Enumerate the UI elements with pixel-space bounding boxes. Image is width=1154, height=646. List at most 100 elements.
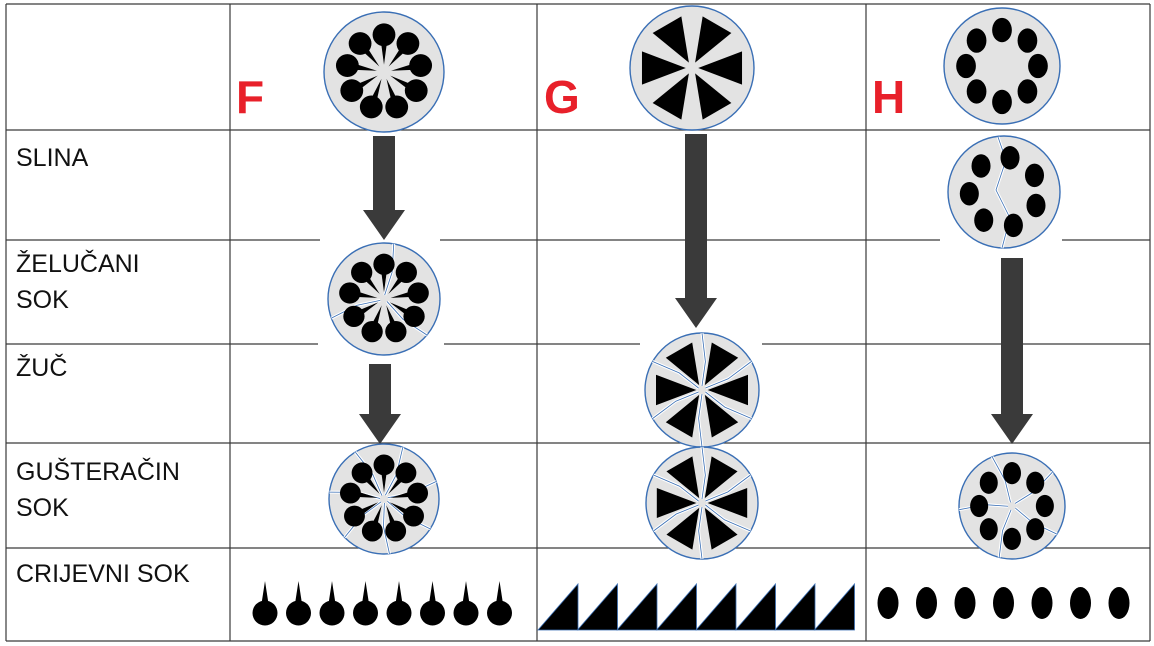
particle-stem: [428, 581, 437, 607]
particle-oval: [992, 89, 1012, 115]
particle-head: [385, 95, 409, 119]
particle-head: [386, 600, 412, 626]
particle-head: [361, 320, 383, 343]
particle-oval: [1000, 146, 1020, 170]
column-g-artwork: [629, 5, 760, 560]
particle-triangle: [704, 507, 738, 550]
particle-head: [319, 600, 345, 626]
particle-oval: [1031, 587, 1053, 619]
particle-triangle: [704, 394, 739, 438]
particle-head: [407, 282, 429, 304]
column-label-g: G: [544, 71, 580, 123]
column-label-f: F: [236, 71, 265, 123]
crack-line: [701, 332, 706, 387]
crack-line: [991, 456, 1011, 503]
particle-triangle: [665, 394, 700, 438]
particle-head: [373, 253, 395, 275]
row-label-zelucani-line2: SOK: [16, 286, 69, 314]
row-label-zuc: ŽUČ: [16, 354, 68, 382]
particle-head: [385, 320, 407, 343]
particle-head: [404, 79, 428, 102]
particle-head: [487, 600, 512, 626]
particle-triangle: [652, 16, 689, 63]
particle-oval: [1002, 462, 1022, 485]
particle-triangle: [698, 51, 743, 85]
particle-head: [409, 54, 433, 77]
particle-head: [395, 261, 417, 284]
particle-head: [403, 305, 425, 327]
particle-head: [373, 454, 395, 476]
particle-triangle: [774, 582, 816, 631]
crack-line: [705, 391, 752, 419]
particle-oval: [992, 17, 1012, 43]
particle-triangle: [734, 582, 776, 631]
particle-oval: [1024, 163, 1045, 188]
particle-triangle: [704, 342, 739, 386]
particle-oval: [1017, 79, 1038, 104]
row-label-gusteracin-line1: GUŠTERAČIN: [16, 458, 180, 486]
particle-oval: [1026, 471, 1045, 494]
particle-head: [335, 54, 359, 77]
particle-head: [420, 600, 445, 626]
particle-stem: [328, 581, 336, 607]
particle-head: [359, 95, 383, 119]
particle-head: [340, 79, 364, 102]
particle-head: [407, 482, 429, 504]
particle-triangle: [616, 582, 658, 631]
particle-triangle: [813, 582, 855, 631]
crack-line: [653, 504, 699, 532]
crack-line: [701, 446, 706, 500]
row-label-crijevni-sok: CRIJEVNI SOK: [16, 560, 190, 588]
particle-oval: [1017, 28, 1038, 53]
particle-triangle: [656, 488, 697, 518]
particle-oval: [1003, 213, 1023, 238]
particle-head: [453, 600, 479, 626]
particle-oval: [954, 587, 976, 619]
particle-triangle: [695, 582, 737, 631]
particle-head: [396, 32, 420, 55]
crack-line: [698, 393, 703, 448]
down-arrow: [675, 134, 717, 328]
crack-line: [705, 504, 751, 532]
particle-stem: [261, 581, 269, 607]
particle-head: [361, 520, 383, 542]
crack-line: [355, 451, 383, 496]
particle-stem: [395, 581, 403, 607]
particle-oval: [1026, 518, 1045, 541]
particle-head: [351, 261, 373, 284]
particle-oval: [966, 79, 987, 104]
particle-stem: [462, 581, 470, 607]
particle-oval: [979, 471, 998, 494]
down-arrow: [359, 364, 401, 444]
crack-line: [384, 243, 395, 296]
down-arrow: [991, 258, 1033, 444]
down-arrow: [363, 136, 405, 240]
column-h-artwork: [943, 7, 1066, 560]
particle-triangle: [576, 582, 618, 631]
crack-line: [652, 361, 699, 389]
particle-triangle: [652, 73, 689, 120]
particle-oval: [971, 154, 991, 178]
particle-head: [252, 600, 278, 626]
particle-oval: [1035, 494, 1054, 518]
crack-line: [705, 361, 752, 389]
crack-line: [653, 474, 699, 502]
particle-stem: [294, 581, 303, 607]
particle-oval: [956, 53, 976, 79]
crack-line: [698, 506, 703, 560]
particle-head: [348, 32, 372, 55]
row-label-zelucani-line1: ŽELUČANI: [16, 250, 140, 278]
particle-oval: [959, 181, 979, 206]
particle-oval: [966, 28, 987, 53]
particle-head: [353, 600, 378, 626]
row-label-slina: SLINA: [16, 144, 89, 172]
crack-line: [331, 299, 381, 319]
particle-oval: [877, 587, 899, 619]
particle-triangle: [641, 51, 686, 85]
particle-oval: [993, 587, 1014, 619]
particle-head: [403, 505, 424, 527]
crijevni-sok-particles: [252, 581, 1130, 631]
particle-triangle: [695, 16, 732, 63]
